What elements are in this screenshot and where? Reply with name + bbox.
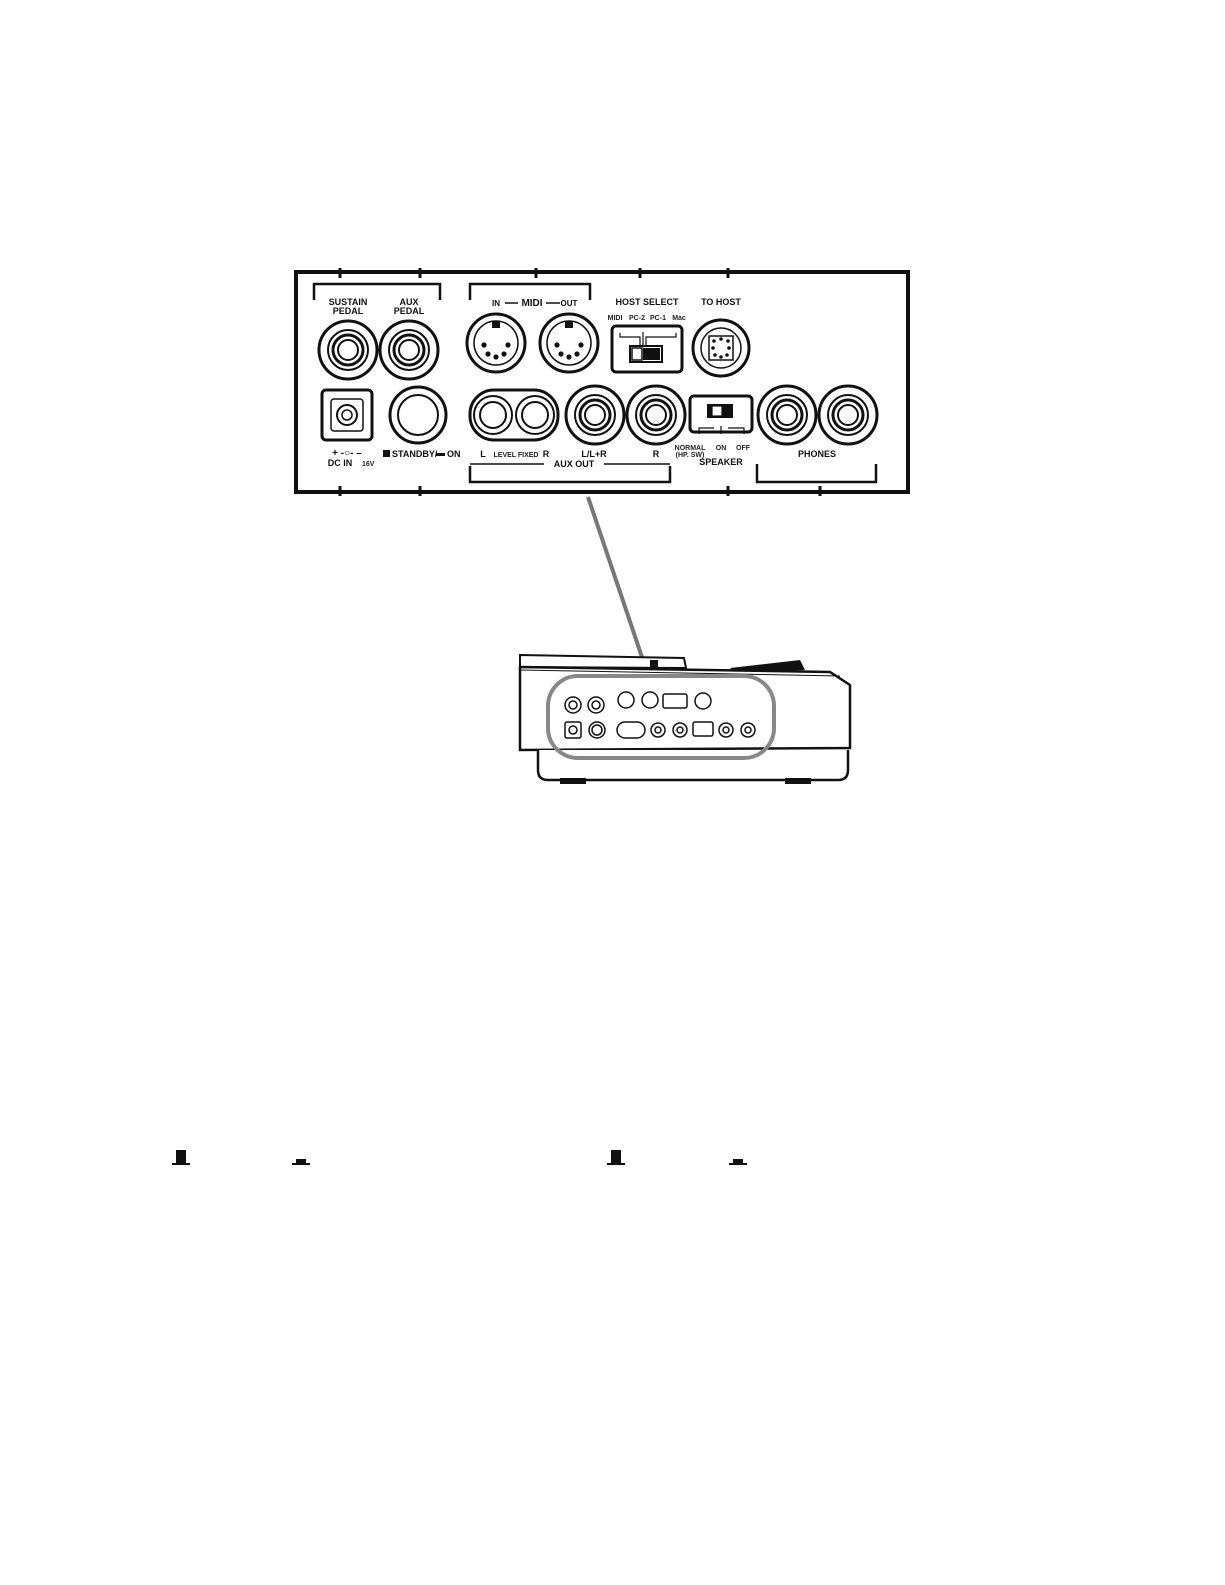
speaker-on-label: ON <box>716 445 727 452</box>
aux-out-l-lr-jack[interactable] <box>566 386 624 444</box>
host-select-switch[interactable] <box>612 326 682 372</box>
aux-pedal-label-2: PEDAL <box>394 306 425 316</box>
midi-in-port[interactable] <box>467 314 525 372</box>
panel-frame <box>296 272 908 492</box>
phones-jack-2[interactable] <box>819 386 877 444</box>
on-released-icon <box>436 453 445 456</box>
level-fixed-label: LEVEL FIXED <box>494 452 539 459</box>
aux-out-l-lr-label: L/L+R <box>581 449 607 459</box>
standby-label: STANDBY/ <box>392 449 438 459</box>
aux-pedal-jack[interactable] <box>380 321 438 379</box>
leader-line <box>588 497 648 675</box>
standby-pressed-icon <box>383 450 390 457</box>
aux-out-r-label: R <box>653 449 660 459</box>
aux-out-r-pair-label: R <box>543 449 550 459</box>
speaker-switch[interactable] <box>690 396 752 434</box>
host-pos-midi: MIDI <box>608 315 623 322</box>
speaker-normal-label: NORMAL <box>675 445 706 452</box>
phones-label: PHONES <box>798 449 836 459</box>
aux-out-l-label: L <box>480 449 486 459</box>
speaker-label: SPEAKER <box>699 457 743 467</box>
midi-out-port[interactable] <box>540 314 598 372</box>
host-select-label: HOST SELECT <box>615 297 679 307</box>
midi-label: MIDI <box>521 298 542 309</box>
aux-out-label: AUX OUT <box>554 459 595 469</box>
phones-jack-1[interactable] <box>758 386 816 444</box>
instrument-rear-view <box>520 655 850 784</box>
dc-in-label: DC IN <box>328 458 353 468</box>
sustain-pedal-label-2: PEDAL <box>333 306 364 316</box>
standby-pressed-icon-2 <box>611 1150 621 1164</box>
host-pos-mac: Mac <box>672 315 686 322</box>
host-pos-pc2: PC-2 <box>629 315 645 322</box>
standby-pressed-icon-1 <box>176 1150 186 1164</box>
midi-out-label: OUT <box>561 299 578 308</box>
to-host-label: TO HOST <box>701 297 741 307</box>
host-pos-pc1: PC-1 <box>650 315 666 322</box>
speaker-off-label: OFF <box>736 445 751 452</box>
dc-in-jack[interactable] <box>322 390 372 440</box>
midi-in-label: IN <box>492 299 500 308</box>
standby-icon-row <box>172 1150 747 1165</box>
aux-out-r-jack[interactable] <box>627 386 685 444</box>
standby-on-switch[interactable] <box>390 387 446 443</box>
sustain-pedal-jack[interactable] <box>319 321 377 379</box>
aux-out-level-fixed-jacks[interactable] <box>470 390 558 440</box>
to-host-port[interactable] <box>693 320 749 376</box>
dc-in-voltage: 16V <box>362 461 375 468</box>
on-label: ON <box>447 449 461 459</box>
